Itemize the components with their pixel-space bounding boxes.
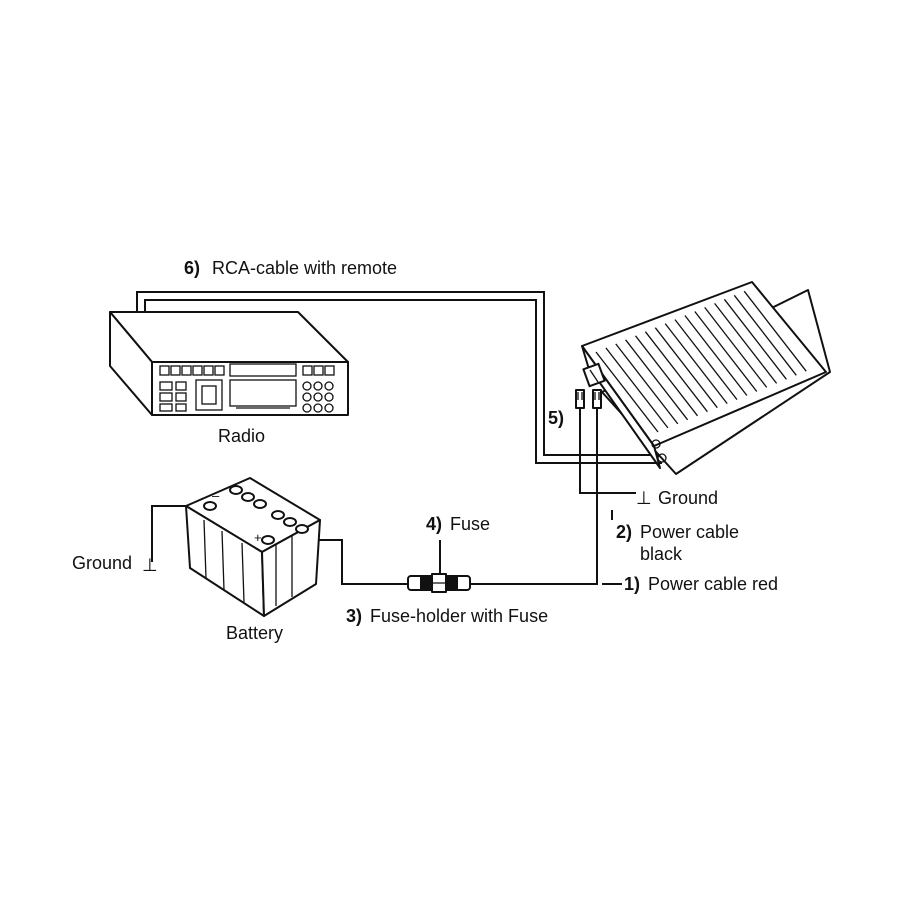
amplifier-fin	[654, 327, 718, 409]
ground-icon: ⊥	[142, 555, 158, 575]
amplifier-fin	[644, 331, 708, 413]
amplifier-fin	[684, 315, 748, 396]
power-cable-black	[575, 389, 636, 494]
amplifier-fins	[595, 290, 807, 433]
label-power-black-text: Power cable	[640, 522, 739, 542]
label-fuse-holder-num: 3)	[346, 606, 362, 626]
label-fuse-num: 4)	[426, 514, 442, 534]
ground-icon: ⊥	[636, 488, 652, 508]
amplifier-fin	[674, 319, 738, 400]
amplifier-fin	[714, 303, 778, 384]
amplifier-fin	[664, 323, 728, 404]
label-power-red-num: 1)	[624, 574, 640, 594]
minus-icon: –	[212, 488, 220, 503]
radio-unit	[109, 311, 349, 416]
label-power-black-text2: black	[640, 544, 683, 564]
label-fuse-holder: 3) Fuse-holder with Fuse	[346, 606, 548, 626]
label-rca-text: RCA-cable with remote	[212, 258, 397, 278]
amplifier-fin	[733, 294, 797, 376]
label-rca-num: 6)	[184, 258, 200, 278]
amplifier-fin	[615, 343, 679, 425]
label-ground-amplifier: ⊥ Ground	[636, 488, 718, 508]
amplifier-fin	[723, 298, 787, 380]
amplifier-unit	[581, 281, 831, 475]
amplifier-fin	[743, 290, 807, 372]
label-fuse-holder-text: Fuse-holder with Fuse	[370, 606, 548, 626]
label-fuse: 4) Fuse	[426, 514, 490, 574]
label-power-black: 2) Power cable black	[611, 510, 739, 564]
amplifier-fin	[625, 339, 689, 421]
rca-cable	[136, 291, 662, 464]
amplifier-fin	[605, 347, 669, 429]
battery-unit	[151, 477, 321, 617]
label-power-red: 1) Power cable red	[602, 574, 778, 594]
label-radio: Radio	[218, 426, 265, 446]
label-ground-batt-text: Ground	[72, 553, 132, 573]
label-connectors: 5)	[548, 408, 564, 428]
amplifier-fin	[595, 351, 659, 433]
label-fuse-text: Fuse	[450, 514, 490, 534]
plus-icon: +	[254, 530, 262, 545]
label-power-red-text: Power cable red	[648, 574, 778, 594]
fuse-holder	[296, 539, 471, 593]
label-ground-amp-text: Ground	[658, 488, 718, 508]
power-cable-red	[470, 389, 602, 585]
label-power-black-num: 2)	[616, 522, 632, 542]
amplifier-fin	[704, 307, 768, 388]
label-battery: Battery	[226, 623, 283, 643]
amplifier-fin	[694, 311, 758, 392]
label-rca-cable: 6) RCA-cable with remote	[184, 258, 397, 278]
label-ground-battery: Ground ⊥	[72, 553, 158, 575]
amplifier-fin	[634, 335, 699, 417]
label-connectors-num: 5)	[548, 408, 564, 428]
